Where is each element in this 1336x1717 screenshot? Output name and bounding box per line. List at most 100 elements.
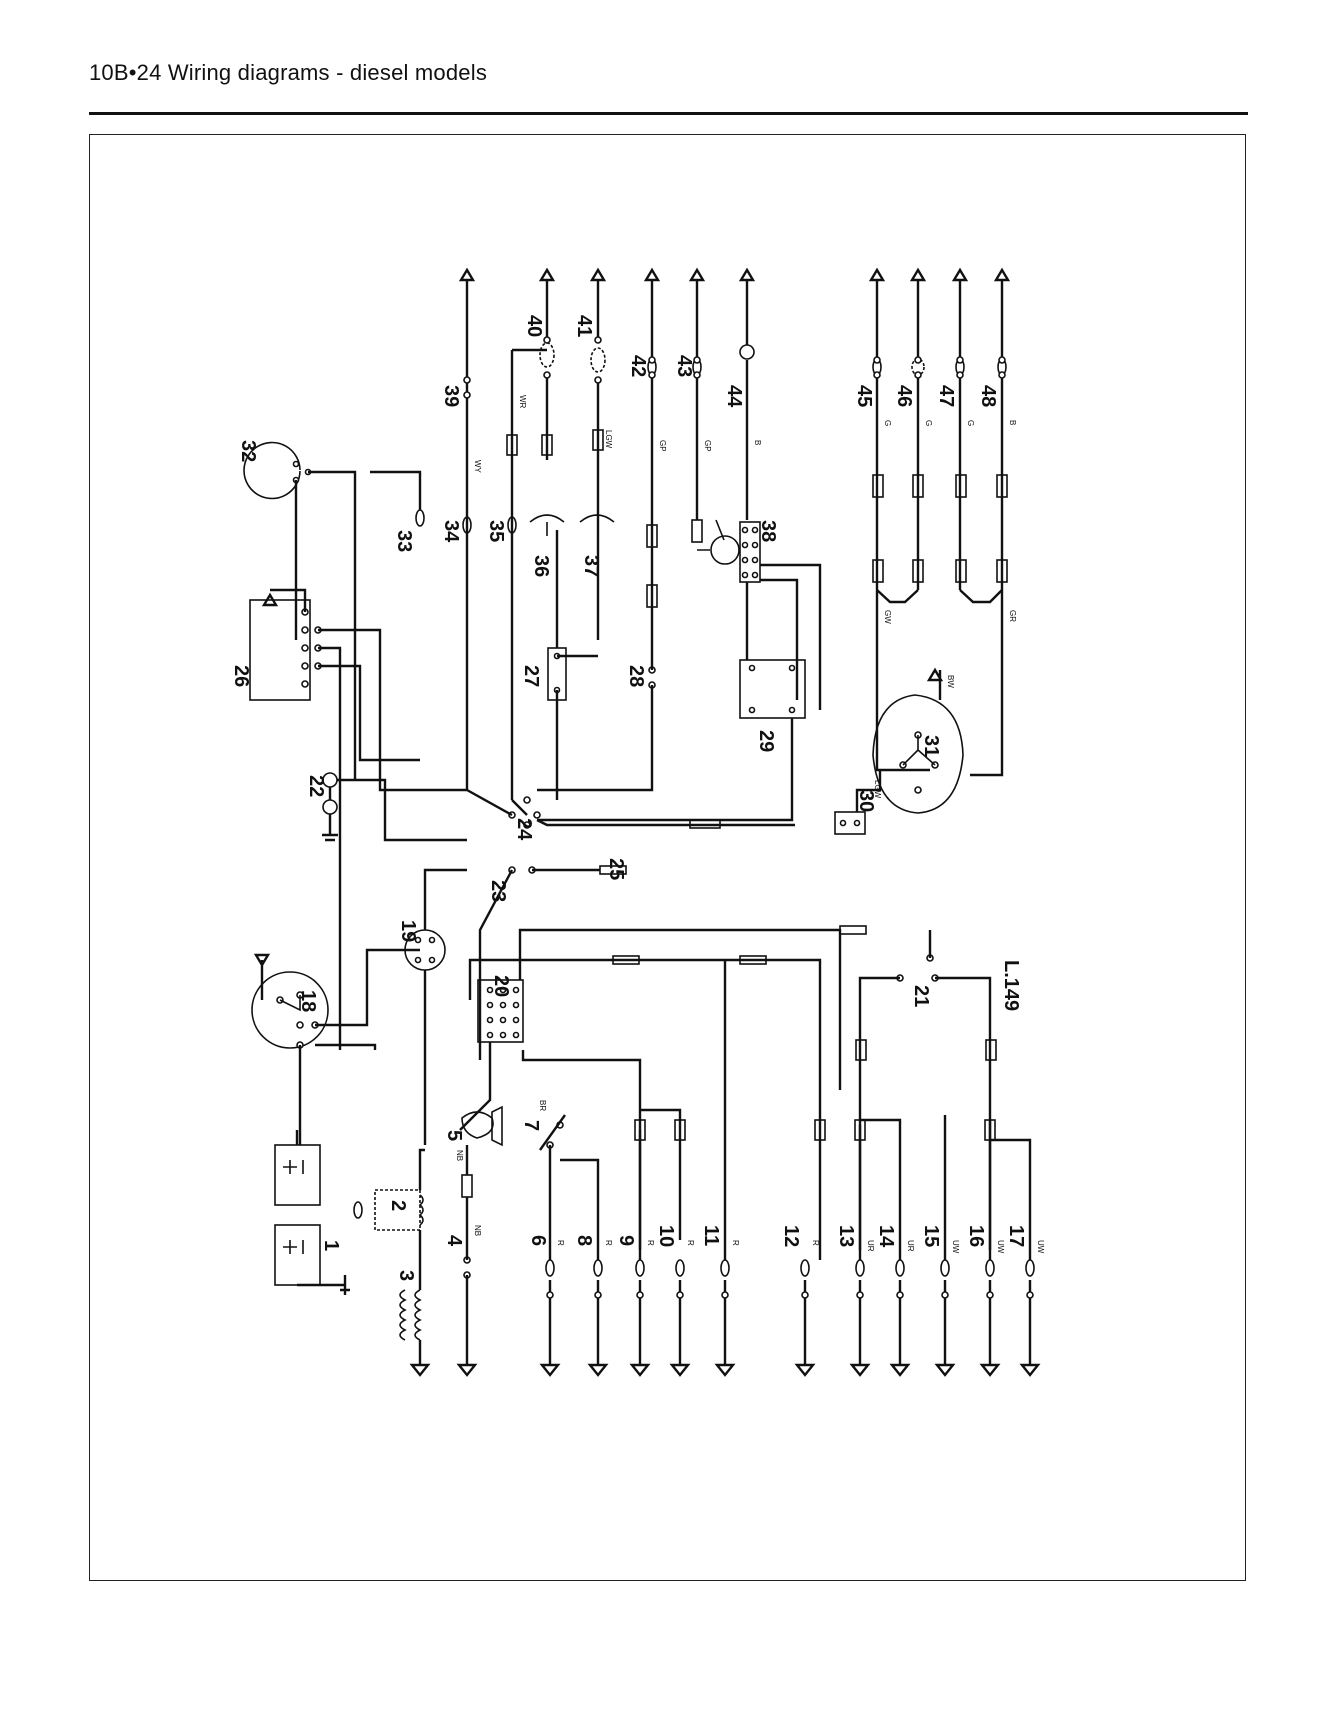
label-31: 31	[920, 735, 942, 757]
component-20	[459, 925, 867, 1250]
component-18	[251, 948, 420, 1145]
label-1: 1	[320, 1240, 342, 1251]
svg-text:BR: BR	[538, 1100, 547, 1111]
label-18: 18	[297, 990, 319, 1012]
component-29	[537, 659, 806, 822]
label-12: 12	[780, 1225, 802, 1247]
svg-text:NB: NB	[455, 1150, 464, 1161]
component-32	[243, 441, 422, 780]
label-25: 25	[605, 858, 627, 880]
label-13: 13	[835, 1225, 857, 1247]
component-26	[249, 588, 467, 1050]
label-6: 6	[527, 1235, 549, 1246]
component-19	[404, 868, 467, 1145]
label-10: 10	[655, 1225, 677, 1247]
component-21	[855, 930, 997, 1250]
label-7: 7	[520, 1120, 542, 1131]
label-30: 30	[855, 790, 877, 812]
svg-text:G: G	[966, 420, 975, 426]
right-terminals	[463, 336, 1006, 399]
left-circuit-lines	[634, 960, 1032, 1260]
left-earths	[539, 1280, 1041, 1377]
label-45: 45	[853, 385, 875, 407]
component-7	[539, 1114, 600, 1260]
svg-text:GP: GP	[658, 440, 667, 452]
component-30-31	[834, 667, 964, 835]
diagram-frame	[89, 134, 1246, 1581]
label-21: 21	[910, 985, 932, 1007]
label-38: 38	[757, 520, 779, 542]
label-9: 9	[615, 1235, 637, 1246]
label-36: 36	[530, 555, 552, 577]
svg-text:BW: BW	[946, 675, 955, 688]
svg-text:UR: UR	[866, 1240, 875, 1252]
right-circuit-lines	[465, 280, 1008, 800]
component-24-23	[466, 788, 795, 1060]
label-27: 27	[520, 665, 542, 687]
svg-text:GP: GP	[703, 440, 712, 452]
label-23: 23	[487, 880, 509, 902]
left-lamps	[545, 1259, 1035, 1277]
label-34: 34	[440, 520, 462, 543]
label-46: 46	[893, 385, 915, 407]
label-8: 8	[573, 1235, 595, 1246]
label-33: 33	[393, 530, 415, 552]
component-27	[547, 530, 598, 800]
label-22: 22	[305, 775, 327, 797]
label-14: 14	[875, 1225, 897, 1248]
svg-text:UW: UW	[951, 1240, 960, 1254]
svg-text:GR: GR	[1008, 610, 1017, 622]
label-41: 41	[573, 315, 595, 337]
svg-text:R: R	[646, 1240, 655, 1246]
label-17: 17	[1005, 1225, 1027, 1247]
component-3	[399, 1280, 431, 1377]
label-40: 40	[523, 315, 545, 337]
svg-text:R: R	[686, 1240, 695, 1246]
svg-text:UW: UW	[1036, 1240, 1045, 1254]
label-11: 11	[700, 1225, 722, 1246]
label-5: 5	[443, 1130, 465, 1141]
label-16: 16	[965, 1225, 987, 1247]
svg-text:LGW: LGW	[873, 780, 882, 799]
svg-text:UR: UR	[906, 1240, 915, 1252]
component-2	[353, 1148, 425, 1280]
svg-text:B: B	[1008, 420, 1017, 425]
svg-text:WR: WR	[518, 395, 527, 409]
label-39: 39	[440, 385, 462, 407]
svg-text:R: R	[556, 1240, 565, 1246]
label-32: 32	[237, 440, 259, 462]
svg-text:G: G	[883, 420, 892, 426]
component-labels: 1 2 3 4 5 6 7 8 9 10 11 12 13 14 15 16 1…	[230, 315, 1027, 1281]
top-earth-arrows	[458, 267, 1011, 282]
component-28	[537, 650, 656, 792]
page-header: 10B•24 Wiring diagrams - diesel models	[89, 60, 488, 85]
label-28: 28	[625, 665, 647, 687]
svg-text:B: B	[753, 440, 762, 445]
component-38	[697, 519, 822, 710]
battery	[274, 1130, 350, 1295]
label-15: 15	[920, 1225, 942, 1247]
label-2: 2	[387, 1200, 409, 1211]
label-29: 29	[755, 730, 777, 752]
svg-text:R: R	[731, 1240, 740, 1246]
svg-text:UW: UW	[996, 1240, 1005, 1254]
label-44: 44	[723, 385, 745, 408]
label-26: 26	[230, 665, 252, 687]
svg-text:R: R	[604, 1240, 613, 1246]
wire-codes: NB NB BR R R R R R R UR UR UW UW UW WY W…	[455, 395, 1045, 1254]
label-47: 47	[935, 385, 957, 407]
label-24: 24	[513, 818, 535, 841]
label-3: 3	[395, 1270, 417, 1281]
svg-text:GW: GW	[883, 610, 892, 624]
label-42: 42	[627, 355, 649, 377]
svg-text:NB: NB	[473, 1225, 482, 1236]
label-37: 37	[580, 555, 602, 577]
component-4-5	[456, 1105, 503, 1377]
label-43: 43	[673, 355, 695, 377]
label-19: 19	[397, 920, 419, 942]
svg-text:R: R	[811, 1240, 820, 1246]
header-rule	[89, 112, 1248, 115]
diagram-reference: L.149	[1000, 960, 1022, 1011]
label-48: 48	[977, 385, 999, 407]
